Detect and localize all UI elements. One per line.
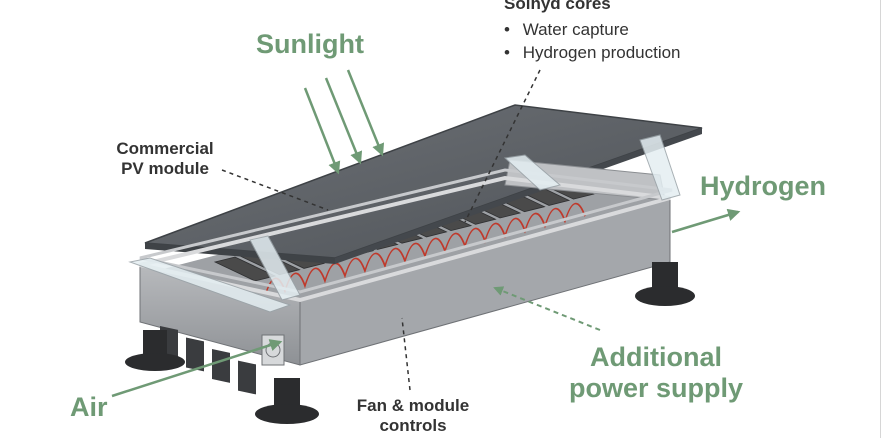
cores-item: • Water capture [504,20,681,40]
pv-leader [221,169,329,211]
air-arrow [111,339,283,398]
fan-grille [261,334,285,366]
pv-line-2: PV module [121,158,209,178]
hydrogen-arrow [671,208,741,234]
adjustable-feet [125,262,695,424]
sunlight-label: Sunlight [256,29,364,59]
heating-coil [264,202,586,296]
leader-lines [221,69,541,391]
additional-power-leader [493,286,601,331]
foot-right [635,262,695,306]
panel-struts [128,134,681,313]
additional-line-1: Additional [590,342,722,372]
foot-front [255,378,319,424]
frame-body [139,168,673,366]
fan-line-1: Fan & module [356,396,470,415]
foot-left [125,330,185,371]
additional-line-2: power supply [568,373,744,404]
cores-label: Solhyd cores • Water capture • Hydrogen … [504,0,681,63]
fan-line-2: controls [379,415,447,435]
fan-controls-label: Fan & module controls [338,396,488,435]
pv-panel [144,104,703,264]
cores-item: • Hydrogen production [504,43,681,63]
sunlight-arrows [303,69,385,175]
bullet-icon: • [504,43,510,63]
cores-title: Solhyd cores [504,0,611,13]
cores-item-text: Hydrogen production [522,43,681,63]
cores-item-text: Water capture [522,19,629,39]
bullet-icon: • [504,19,510,39]
additional-power-label: Additional power supply [556,342,756,404]
pv-module-label: Commercial PV module [100,139,230,178]
hydrogen-label: Hydrogen [700,171,827,201]
pv-line-1: Commercial [116,139,214,158]
air-label: Air [70,392,108,422]
